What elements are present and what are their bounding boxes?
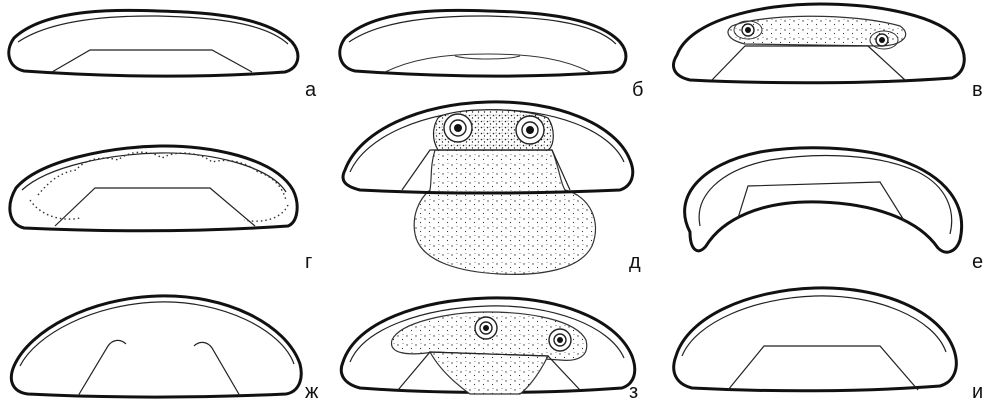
panel-v-cell-right-nucleus <box>879 37 885 43</box>
panel-d-cell-right-nucleus <box>526 126 534 134</box>
panel-e: е <box>685 148 984 273</box>
panel-v-cell-left-nucleus <box>745 27 751 33</box>
panel-zh-label: ж <box>305 381 319 403</box>
panel-z-cell-right-nucleus <box>557 337 563 343</box>
panel-z-cell-left-nucleus <box>483 325 489 331</box>
panel-i-outline <box>674 288 957 391</box>
panel-d-cell-left-nucleus <box>454 124 462 132</box>
panel-e-outline <box>685 148 962 252</box>
panel-z-label: з <box>629 381 638 403</box>
panel-z: з <box>341 298 638 403</box>
panel-zh-outline <box>11 296 301 397</box>
panel-d: д <box>343 102 641 274</box>
panel-zh: ж <box>11 296 319 403</box>
panel-i-label: и <box>972 381 983 403</box>
panel-a: а <box>9 10 317 101</box>
panel-i: и <box>674 288 983 403</box>
panel-b-label: б <box>632 79 643 101</box>
panel-v: в <box>673 4 982 101</box>
panel-b: б <box>340 10 644 101</box>
panel-d-yolk <box>414 150 595 274</box>
panel-e-label: е <box>972 251 983 273</box>
panel-g: г <box>10 146 312 273</box>
panel-b-outline <box>340 10 626 76</box>
panel-g-label: г <box>305 251 312 273</box>
panel-a-label: а <box>305 79 317 101</box>
panel-v-label: в <box>972 79 983 101</box>
panel-a-outline <box>9 10 298 76</box>
panel-d-label: д <box>629 251 641 273</box>
